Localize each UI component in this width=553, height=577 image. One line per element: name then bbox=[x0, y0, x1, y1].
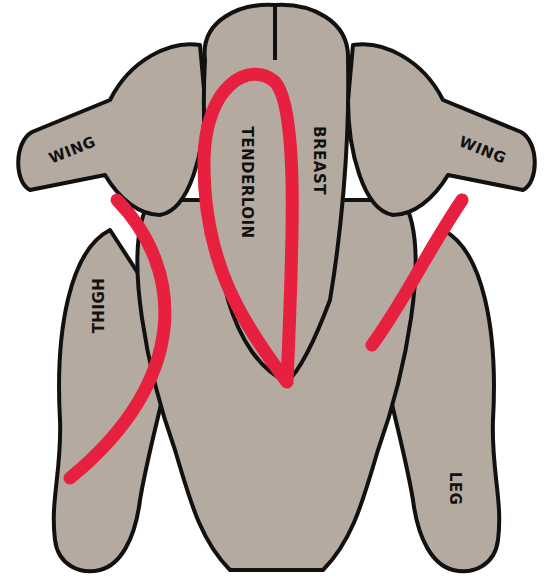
leg-cut bbox=[372, 200, 462, 345]
tenderloin-cut bbox=[204, 74, 292, 382]
left-wing bbox=[18, 44, 205, 215]
part-label: BREAST bbox=[310, 126, 325, 195]
part-label: TENDERLOIN bbox=[239, 126, 254, 238]
right-wing bbox=[348, 44, 535, 215]
breast-center-line bbox=[273, 6, 277, 60]
part-label: THIGH bbox=[92, 277, 107, 333]
part-label: LEG bbox=[447, 471, 462, 505]
breast bbox=[204, 5, 348, 382]
thigh-cut bbox=[70, 200, 165, 478]
